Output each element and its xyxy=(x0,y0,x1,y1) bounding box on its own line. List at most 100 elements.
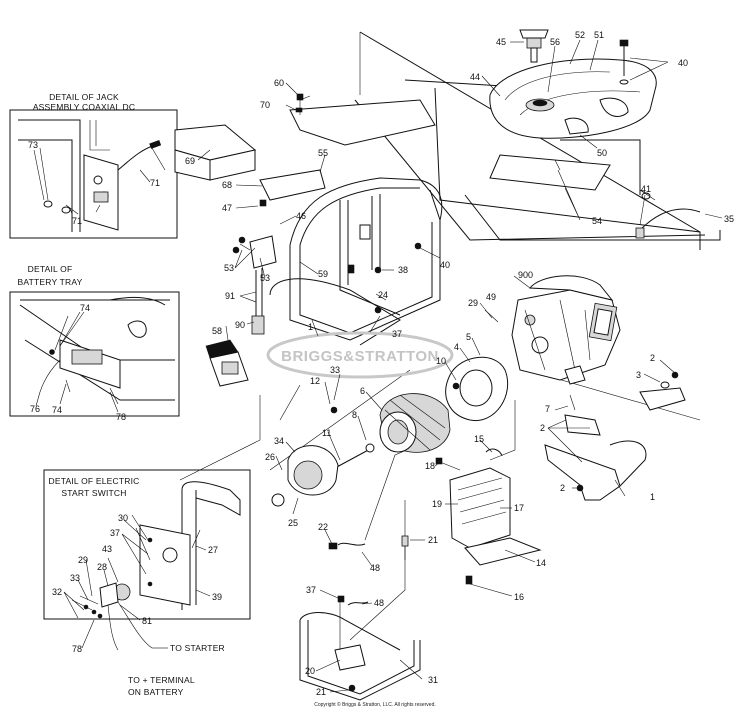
callout-37: 37 xyxy=(392,329,402,339)
callout-21: 21 xyxy=(428,535,438,545)
callout-81: 81 xyxy=(142,616,152,626)
callout-69: 69 xyxy=(185,156,195,166)
to-terminal-label-1: TO + TERMINAL xyxy=(128,675,195,685)
callout-18: 18 xyxy=(425,461,435,471)
callout-8: 8 xyxy=(352,410,357,420)
callout-7: 7 xyxy=(545,404,550,414)
alternator xyxy=(271,356,509,507)
callout-19: 19 xyxy=(432,499,442,509)
callout-70: 70 xyxy=(260,100,270,110)
detail-battery-title-2: BATTERY TRAY xyxy=(18,277,83,287)
callout-33b: 33 xyxy=(70,573,80,583)
detail-jack-title-2: ASSEMBLY COAXIAL DC xyxy=(33,102,135,112)
callout-10: 10 xyxy=(436,356,446,366)
to-terminal-label-2: ON BATTERY xyxy=(128,687,184,697)
callout-39: 39 xyxy=(212,592,222,602)
callout-71b: 71 xyxy=(72,216,82,226)
engine xyxy=(511,275,621,385)
muffler xyxy=(435,448,542,585)
callout-45: 45 xyxy=(496,37,506,47)
callout-46: 46 xyxy=(296,211,306,221)
detail-electric-start-switch xyxy=(43,469,251,651)
detail-jack-title-1: DETAIL OF JACK xyxy=(49,92,119,102)
base-brackets xyxy=(299,371,686,701)
callout-5: 5 xyxy=(466,332,471,342)
callout-15: 15 xyxy=(474,434,484,444)
callout-73: 73 xyxy=(28,140,38,150)
callout-21b: 21 xyxy=(316,687,326,697)
callout-59: 59 xyxy=(318,269,328,279)
captions: DETAIL OF JACK ASSEMBLY COAXIAL DC DETAI… xyxy=(18,92,436,708)
callout-29: 29 xyxy=(468,298,478,308)
callout-40b: 40 xyxy=(440,260,450,270)
detail-jack-assembly xyxy=(9,109,178,239)
callout-29b: 29 xyxy=(78,555,88,565)
detail-battery-title-1: DETAIL OF xyxy=(28,264,73,274)
callout-6: 6 xyxy=(360,386,365,396)
callout-20: 20 xyxy=(305,666,315,676)
callout-44: 44 xyxy=(470,72,480,82)
callout-68: 68 xyxy=(222,180,232,190)
callout-35: 35 xyxy=(724,214,734,224)
callout-2b: 2 xyxy=(540,423,545,433)
callout-24: 24 xyxy=(378,290,388,300)
callout-11: 11 xyxy=(322,428,331,438)
callout-25: 25 xyxy=(288,518,298,528)
callout-90: 90 xyxy=(235,320,245,330)
callout-1: 1 xyxy=(308,322,313,332)
callout-40: 40 xyxy=(678,58,688,68)
callout-34: 34 xyxy=(274,436,284,446)
callout-22: 22 xyxy=(318,522,328,532)
callout-76: 76 xyxy=(30,404,40,414)
callout-55: 55 xyxy=(318,148,328,158)
callout-30: 30 xyxy=(118,513,128,523)
callout-74: 74 xyxy=(80,303,90,313)
callout-14: 14 xyxy=(536,558,546,568)
callout-3: 3 xyxy=(636,370,641,380)
callout-16: 16 xyxy=(514,592,524,602)
control-panel-bracket xyxy=(174,93,436,207)
callout-31: 31 xyxy=(428,675,438,685)
watermark-text: BRIGGS&STRATTON xyxy=(281,348,439,365)
to-starter-label: TO STARTER xyxy=(170,643,225,653)
receptacle-panel xyxy=(205,339,249,387)
callout-26: 26 xyxy=(265,452,275,462)
callout-28: 28 xyxy=(97,562,107,572)
callout-71: 71 xyxy=(150,178,160,188)
callout-58: 58 xyxy=(212,326,222,336)
callout-27: 27 xyxy=(208,545,218,555)
detail-switch-title-1: DETAIL OF ELECTRIC xyxy=(49,476,140,486)
callout-48: 48 xyxy=(370,563,380,573)
callout-53b: 53 xyxy=(260,273,270,283)
callout-4: 4 xyxy=(454,342,459,352)
callout-900: 900 xyxy=(518,270,533,280)
detail-battery-tray xyxy=(9,291,180,417)
callout-78b: 78 xyxy=(72,644,82,654)
frame xyxy=(269,177,443,346)
callout-43: 43 xyxy=(102,544,112,554)
callout-52: 52 xyxy=(575,30,585,40)
callout-91: 91 xyxy=(225,291,235,301)
callout-56: 56 xyxy=(550,37,560,47)
callout-78: 78 xyxy=(116,412,126,422)
detail-switch-title-2: START SWITCH xyxy=(61,488,126,498)
callout-53: 53 xyxy=(224,263,234,273)
battery-hold-down xyxy=(232,235,277,335)
callout-41: 41 xyxy=(641,184,651,194)
guide-lines xyxy=(179,31,721,641)
copyright-notice: Copyright © Briggs & Stratton, LLC. All … xyxy=(314,701,436,708)
leader-lines xyxy=(33,39,723,693)
callout-labels: 45 56 52 51 40 44 50 54 41 35 60 70 69 6… xyxy=(28,30,734,697)
callout-37c: 37 xyxy=(110,528,120,538)
callout-54: 54 xyxy=(592,216,602,226)
watermark: BRIGGS&STRATTON xyxy=(266,331,454,379)
callout-33: 33 xyxy=(330,365,340,375)
callout-38: 38 xyxy=(398,265,408,275)
callout-74b: 74 xyxy=(52,405,62,415)
callout-12: 12 xyxy=(310,376,320,386)
callout-32: 32 xyxy=(52,587,62,597)
callout-48b: 48 xyxy=(374,598,384,608)
callout-47: 47 xyxy=(222,203,232,213)
